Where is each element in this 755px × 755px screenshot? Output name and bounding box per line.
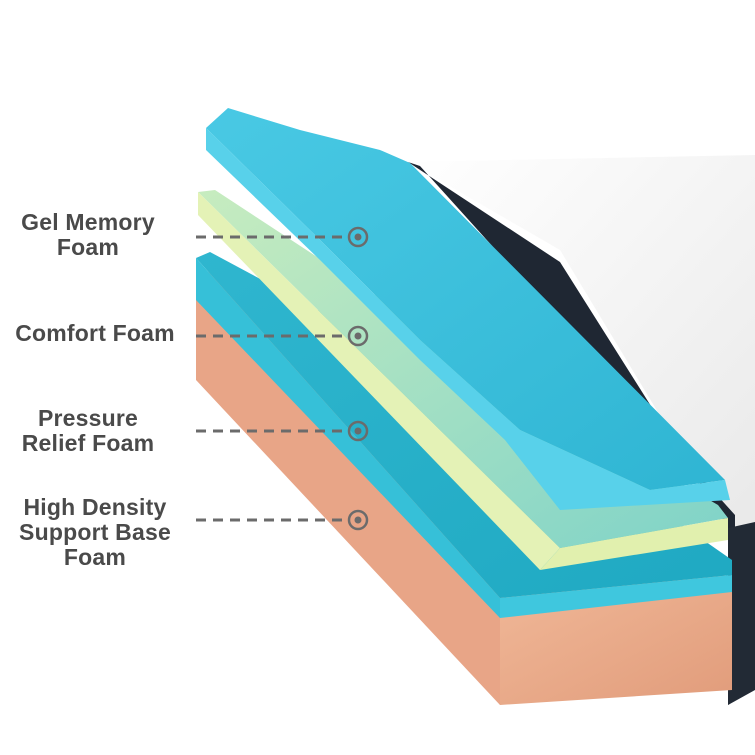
label-line: Gel Memory bbox=[8, 210, 168, 235]
label-pressure-relief-foam: Pressure Relief Foam bbox=[8, 406, 168, 456]
label-line: Foam bbox=[6, 545, 184, 570]
label-line: Pressure bbox=[8, 406, 168, 431]
label-line: High Density bbox=[6, 495, 184, 520]
label-line: Relief Foam bbox=[8, 431, 168, 456]
label-line: Comfort Foam bbox=[6, 321, 184, 346]
label-line: Foam bbox=[8, 235, 168, 260]
label-high-density-support-base-foam: High Density Support Base Foam bbox=[6, 495, 184, 570]
mattress-cover-side bbox=[728, 522, 755, 705]
label-comfort-foam: Comfort Foam bbox=[6, 321, 184, 346]
label-line: Support Base bbox=[6, 520, 184, 545]
label-gel-memory-foam: Gel Memory Foam bbox=[8, 210, 168, 260]
